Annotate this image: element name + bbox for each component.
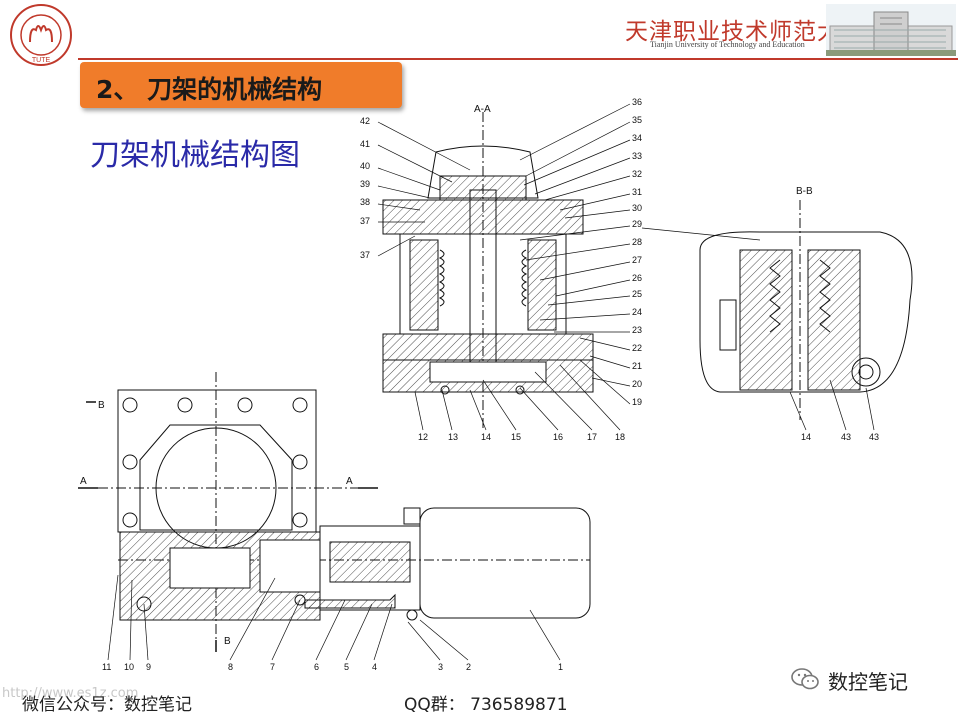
callout-19: 19	[632, 397, 643, 407]
callout-30: 30	[632, 203, 643, 213]
wechat-icon	[791, 668, 819, 690]
callout-37a: 37	[360, 216, 371, 226]
callout-16: 16	[553, 432, 564, 442]
callout-24: 24	[632, 307, 643, 317]
callout-12: 12	[418, 432, 429, 442]
callout-39: 39	[360, 179, 371, 189]
wechat-account-badge: 数控笔记	[790, 664, 940, 696]
qq-group-label: QQ群： 736589871	[404, 695, 568, 715]
university-name-en: Tianjin University of Technology and Edu…	[650, 40, 805, 49]
university-name: 天津职业技术师范大学	[625, 19, 865, 45]
callout-22: 22	[632, 343, 643, 353]
callout-40: 40	[360, 161, 371, 171]
campus-building-image	[826, 4, 956, 56]
callout-bb-43a: 43	[841, 432, 852, 442]
slide-subtitle: 刀架机械结构图	[90, 138, 300, 173]
callout-9: 9	[146, 662, 152, 672]
callout-17: 17	[587, 432, 598, 442]
header-rule	[78, 58, 958, 60]
callout-28: 28	[632, 237, 643, 247]
wechat-account-name: 数控笔记	[828, 670, 908, 694]
callout-33: 33	[632, 151, 643, 161]
callout-34: 34	[632, 133, 643, 143]
section-mark-b-top: B	[98, 400, 105, 411]
slide-title: 2、 刀架的机械结构	[96, 75, 323, 104]
callout-42: 42	[360, 116, 371, 126]
callout-3: 3	[438, 662, 444, 672]
callout-37b: 37	[360, 250, 371, 260]
callout-35: 35	[632, 115, 643, 125]
callout-14: 14	[481, 432, 492, 442]
wechat-account-label: 微信公众号：数控笔记	[22, 695, 192, 715]
section-bb-view	[699, 200, 913, 420]
callout-1: 1	[558, 662, 564, 672]
callout-25: 25	[632, 289, 643, 299]
callout-2: 2	[466, 662, 472, 672]
callout-41: 41	[360, 139, 371, 149]
callout-bb-14: 14	[801, 432, 812, 442]
callout-4: 4	[372, 662, 378, 672]
watermark: http://www.es1z.com	[2, 686, 139, 701]
section-mark-a-left: A	[80, 476, 87, 487]
section-mark-a-right: A	[346, 476, 353, 487]
callout-29: 29	[632, 219, 643, 229]
plan-view	[98, 372, 591, 640]
callout-32: 32	[632, 169, 643, 179]
university-logo: TUTE	[10, 4, 72, 66]
callout-7: 7	[270, 662, 276, 672]
section-bb-label: B-B	[796, 186, 813, 197]
callout-38: 38	[360, 197, 371, 207]
callout-31: 31	[632, 187, 643, 197]
callout-10: 10	[124, 662, 135, 672]
logo-text: TUTE	[32, 57, 51, 64]
callout-6: 6	[314, 662, 320, 672]
callout-20: 20	[632, 379, 643, 389]
callout-27: 27	[632, 255, 643, 265]
callout-36: 36	[632, 97, 643, 107]
callout-13: 13	[448, 432, 459, 442]
callout-5: 5	[344, 662, 350, 672]
section-aa-view	[382, 112, 594, 430]
callout-23: 23	[632, 325, 643, 335]
callout-leaders	[107, 103, 875, 661]
callout-21: 21	[632, 361, 643, 371]
callout-26: 26	[632, 273, 643, 283]
callout-11: 11	[102, 662, 112, 672]
callout-bb-43b: 43	[869, 432, 880, 442]
callout-18: 18	[615, 432, 626, 442]
section-mark-b-bottom: B	[224, 636, 231, 647]
callout-8: 8	[228, 662, 234, 672]
callout-15: 15	[511, 432, 522, 442]
section-aa-label: A-A	[474, 104, 491, 115]
slide-title-banner: 2、 刀架的机械结构	[80, 62, 402, 108]
